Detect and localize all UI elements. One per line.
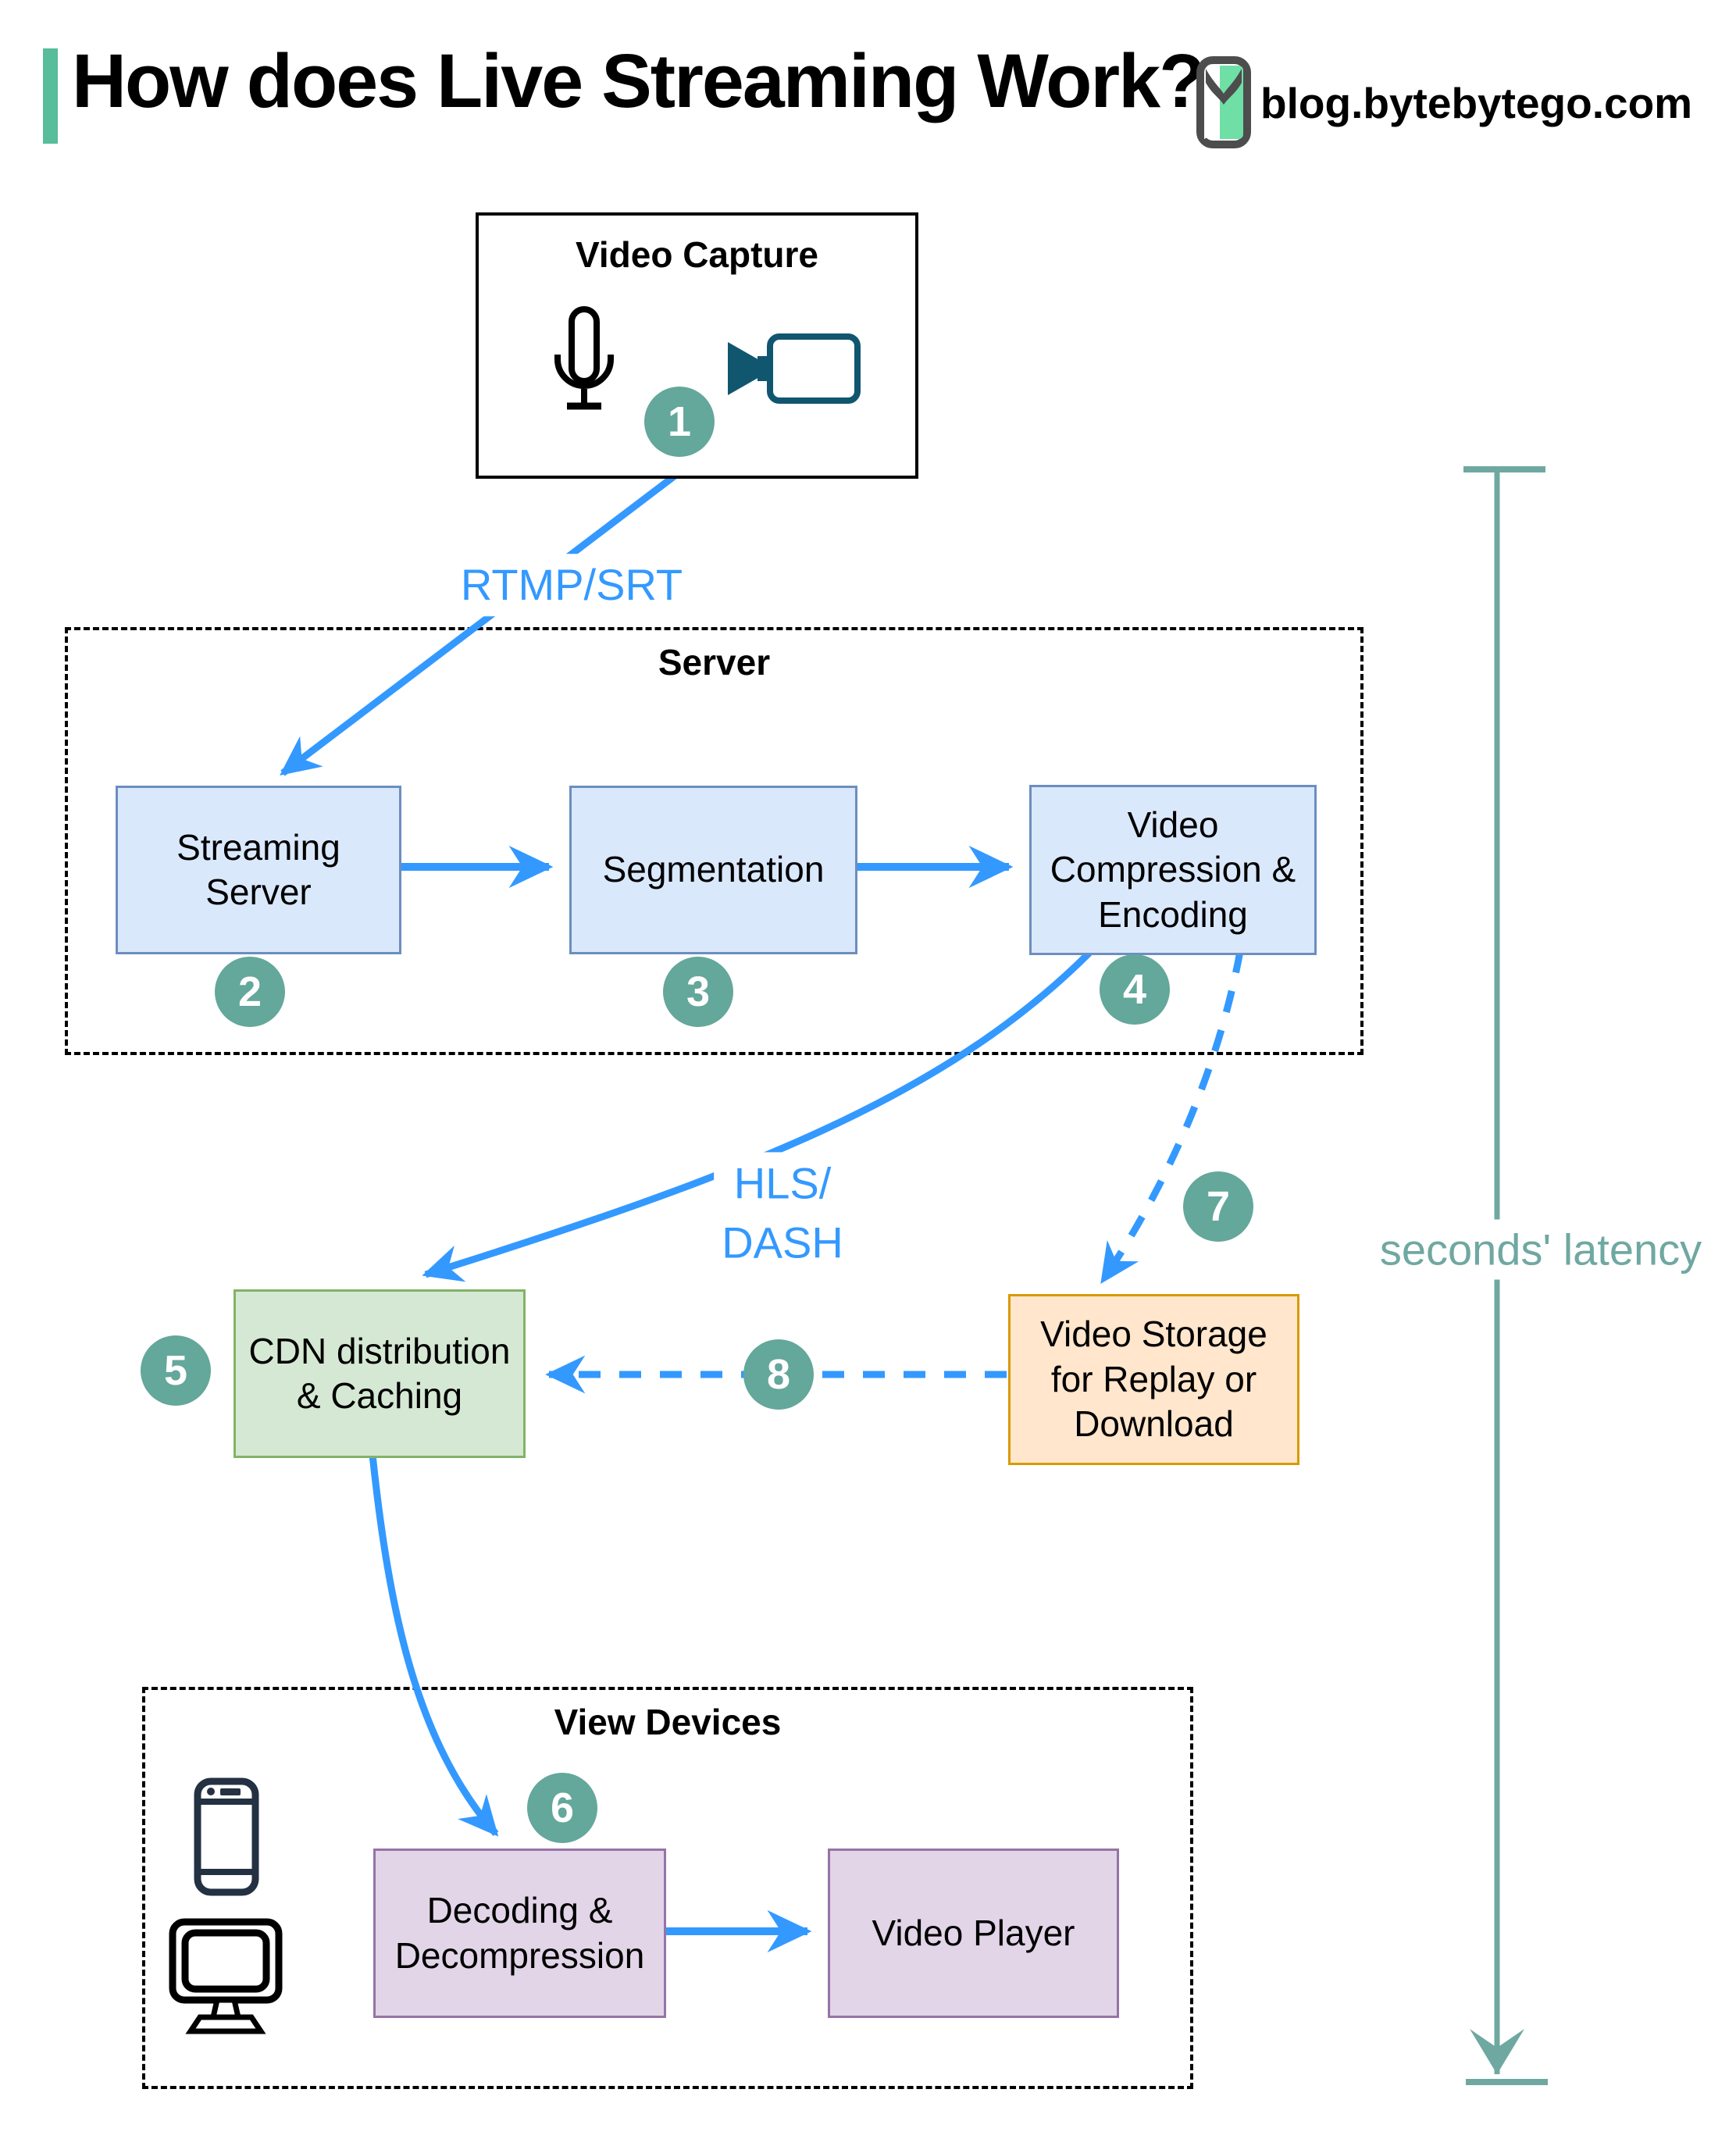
page-title: How does Live Streaming Work?	[72, 38, 1205, 123]
video-player-label: Video Player	[872, 1912, 1075, 1953]
cdn-box: CDN distribution & Caching	[233, 1289, 526, 1458]
video-camera-icon	[726, 331, 863, 406]
step-badge-1: 1	[644, 387, 715, 457]
server-group: Server	[65, 627, 1363, 1055]
step-badge-4: 4	[1100, 954, 1170, 1025]
edge-hls	[422, 950, 1093, 1282]
microphone-icon	[551, 306, 617, 417]
video-storage-label: Video Storage for Replay or Download	[1040, 1314, 1267, 1445]
view-devices-group-label: View Devices	[554, 1702, 782, 1742]
rtmp-label: RTMP/SRT	[452, 554, 691, 616]
edge-cdn-to-decoding	[369, 1454, 499, 1837]
decoding-box: Decoding & Decompression	[373, 1849, 666, 2018]
cdn-label: CDN distribution & Caching	[248, 1330, 511, 1417]
video-player-box: Video Player	[828, 1849, 1119, 2018]
step-badge-6: 6	[527, 1773, 597, 1843]
video-capture-title: Video Capture	[576, 234, 818, 275]
bytebytego-logo	[1196, 56, 1251, 148]
step-badge-3: 3	[663, 957, 733, 1027]
streaming-server-label: Streaming Server	[176, 826, 340, 913]
title-accent-bar	[43, 48, 58, 144]
monitor-icon	[169, 1918, 283, 2037]
video-storage-box: Video Storage for Replay or Download	[1008, 1294, 1299, 1465]
hls-label: HLS/ DASH	[714, 1152, 851, 1274]
step-badge-8: 8	[743, 1339, 814, 1410]
step-badge-2: 2	[215, 957, 285, 1027]
step-badge-5: 5	[141, 1335, 211, 1406]
segmentation-box: Segmentation	[569, 786, 857, 954]
server-group-label: Server	[658, 642, 771, 683]
view-devices-group: View Devices	[142, 1687, 1193, 2089]
smartphone-icon	[194, 1777, 259, 1896]
latency-arrowhead	[1470, 2029, 1524, 2074]
latency-label: seconds' latency	[1368, 1219, 1713, 1280]
video-compression-label: Video Compression & Encoding	[1050, 804, 1296, 935]
streaming-server-box: Streaming Server	[116, 786, 401, 954]
site-label: blog.bytebytego.com	[1260, 79, 1693, 127]
video-compression-box: Video Compression & Encoding	[1029, 785, 1317, 955]
segmentation-label: Segmentation	[602, 849, 825, 890]
edge-rtmp	[280, 466, 686, 776]
edge-compression-to-storage	[1100, 950, 1244, 1285]
step-badge-7: 7	[1183, 1171, 1253, 1242]
decoding-label: Decoding & Decompression	[394, 1890, 645, 1976]
